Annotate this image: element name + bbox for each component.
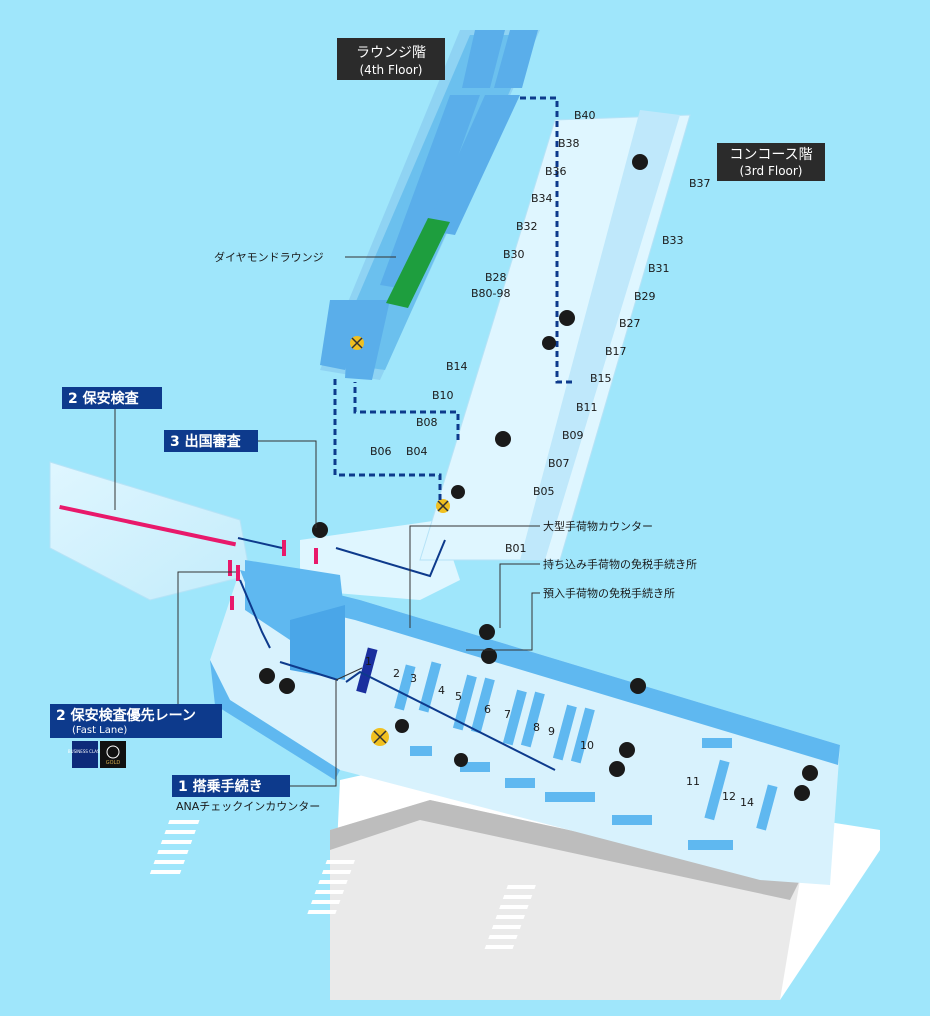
shop-icon (454, 753, 468, 767)
star-alliance-icon (106, 745, 120, 759)
oversize-baggage-label: 大型手荷物カウンター (409, 519, 653, 628)
svg-text:コンコース階: コンコース階 (729, 147, 812, 163)
svg-text:ダイヤモンドラウンジ: ダイヤモンドラウンジ (214, 250, 324, 264)
svg-text:1 搭乗手続き: 1 搭乗手続き (178, 778, 263, 795)
svg-text:3 出国審査: 3 出国審査 (170, 433, 242, 450)
shop-icon (451, 485, 465, 499)
counter-number-14: 14 (740, 796, 754, 809)
gate-labels: B40 B38 B36 B34 B32 B30 B28 B80-98 B14 B… (370, 109, 711, 555)
restroom-icon (312, 522, 328, 538)
gate-label-b37: B37 (689, 177, 711, 190)
diamond-lounge-area (386, 218, 450, 308)
counter-number-11: 11 (686, 775, 700, 788)
counter-1 (356, 647, 378, 694)
restroom-icon (479, 624, 495, 640)
gate-label-b34: B34 (531, 192, 553, 205)
svg-text:(4th Floor): (4th Floor) (360, 63, 423, 77)
gate-label-b04: B04 (406, 445, 428, 458)
security-lanes (59, 504, 318, 610)
concourse-floor-label: コンコース階 (3rd Floor) (717, 143, 825, 181)
dashed-route (333, 378, 442, 500)
baby-care-icon (794, 785, 810, 801)
counter-number-6: 6 (484, 703, 491, 716)
carryon-taxfree-label: 持ち込み手荷物の免税手続き所 (499, 557, 697, 628)
svg-text:2 保安検査優先レーン: 2 保安検査優先レーン (56, 707, 196, 724)
counter-number-4: 4 (438, 684, 445, 697)
badges: BUSINESS CLASS GOLD (68, 741, 126, 768)
gate-label-b08: B08 (416, 416, 438, 429)
restroom-icon (619, 742, 635, 758)
baby-care-icon (609, 761, 625, 777)
crosswalk (149, 820, 200, 874)
lounge-floor (320, 30, 540, 380)
counter-number-8: 8 (533, 721, 540, 734)
lounge-floor-label: ラウンジ階 (4th Floor) (337, 38, 445, 80)
baby-care-icon (279, 678, 295, 694)
svg-text:ANAチェックインカウンター: ANAチェックインカウンター (176, 800, 320, 813)
restroom-icon (481, 648, 497, 664)
gate-label-b11: B11 (576, 401, 598, 414)
counter-number-2: 2 (393, 667, 400, 680)
svg-text:2 保安検査: 2 保安検査 (68, 390, 140, 407)
svg-text:大型手荷物カウンター: 大型手荷物カウンター (543, 519, 653, 533)
smoking-icon (542, 336, 556, 350)
main-floor (49, 96, 840, 885)
gate-label-b09: B09 (562, 429, 584, 442)
business-class-badge (72, 741, 98, 768)
gate-label-b27: B27 (619, 317, 641, 330)
gate-label-b36: B36 (545, 165, 567, 178)
emigration-step-label: 3 出国審査 (164, 430, 317, 528)
restroom-icons (259, 154, 818, 801)
gate-label-b31: B31 (648, 262, 670, 275)
restroom-icon (259, 668, 275, 684)
gate-label-b33: B33 (662, 234, 684, 247)
restroom-icon (495, 431, 511, 447)
svg-text:BUSINESS CLASS: BUSINESS CLASS (68, 749, 103, 754)
restroom-icon (632, 154, 648, 170)
gate-label-b06: B06 (370, 445, 392, 458)
gate-label-b10: B10 (432, 389, 454, 402)
gate-label-b40: B40 (574, 109, 596, 122)
gate-label-b80-98: B80-98 (471, 287, 511, 300)
gate-label-b29: B29 (634, 290, 656, 303)
checked-taxfree-label: 預入手荷物の免税手続き所 (466, 586, 675, 651)
security-step-label: 2 保安検査 (62, 387, 162, 510)
diamond-lounge-label: ダイヤモンドラウンジ (214, 250, 396, 264)
fast-lane-step-label: 2 保安検査優先レーン (Fast Lane) (50, 571, 236, 738)
route-line (335, 539, 446, 578)
gate-label-b32: B32 (516, 220, 538, 233)
counter-number-3: 3 (410, 672, 417, 685)
gate-label-b07: B07 (548, 457, 570, 470)
counter-number-7: 7 (504, 708, 511, 721)
counter-number-12: 12 (722, 790, 736, 803)
gate-label-b14: B14 (446, 360, 468, 373)
svg-text:ラウンジ階: ラウンジ階 (356, 45, 426, 61)
restroom-icon (802, 765, 818, 781)
crosswalk (307, 860, 355, 914)
svg-text:預入手荷物の免税手続き所: 預入手荷物の免税手続き所 (543, 586, 675, 600)
gate-label-b15: B15 (590, 372, 612, 385)
counter-number-1: 1 (365, 655, 372, 668)
counter-number-10: 10 (580, 739, 594, 752)
counter-numbers: 1 2 3 4 5 6 7 8 9 10 11 12 14 (365, 655, 754, 809)
gate-label-b30: B30 (503, 248, 525, 261)
svg-text:(3rd Floor): (3rd Floor) (739, 164, 802, 178)
restroom-icon (630, 678, 646, 694)
crosswalk (484, 885, 536, 949)
gate-label-b05: B05 (533, 485, 555, 498)
checkin-step-label: 1 搭乗手続き ANAチェックインカウンター (172, 667, 363, 813)
shop-icon (395, 719, 409, 733)
restroom-icon (559, 310, 575, 326)
gate-label-b28: B28 (485, 271, 507, 284)
svg-text:持ち込み手荷物の免税手続き所: 持ち込み手荷物の免税手続き所 (543, 557, 697, 571)
gate-label-b17: B17 (605, 345, 627, 358)
gate-label-b01: B01 (505, 542, 527, 555)
counter-number-9: 9 (548, 725, 555, 738)
gate-label-b38: B38 (558, 137, 580, 150)
counter-number-5: 5 (455, 690, 462, 703)
svg-text:(Fast Lane): (Fast Lane) (72, 725, 127, 736)
svg-text:GOLD: GOLD (106, 760, 121, 766)
